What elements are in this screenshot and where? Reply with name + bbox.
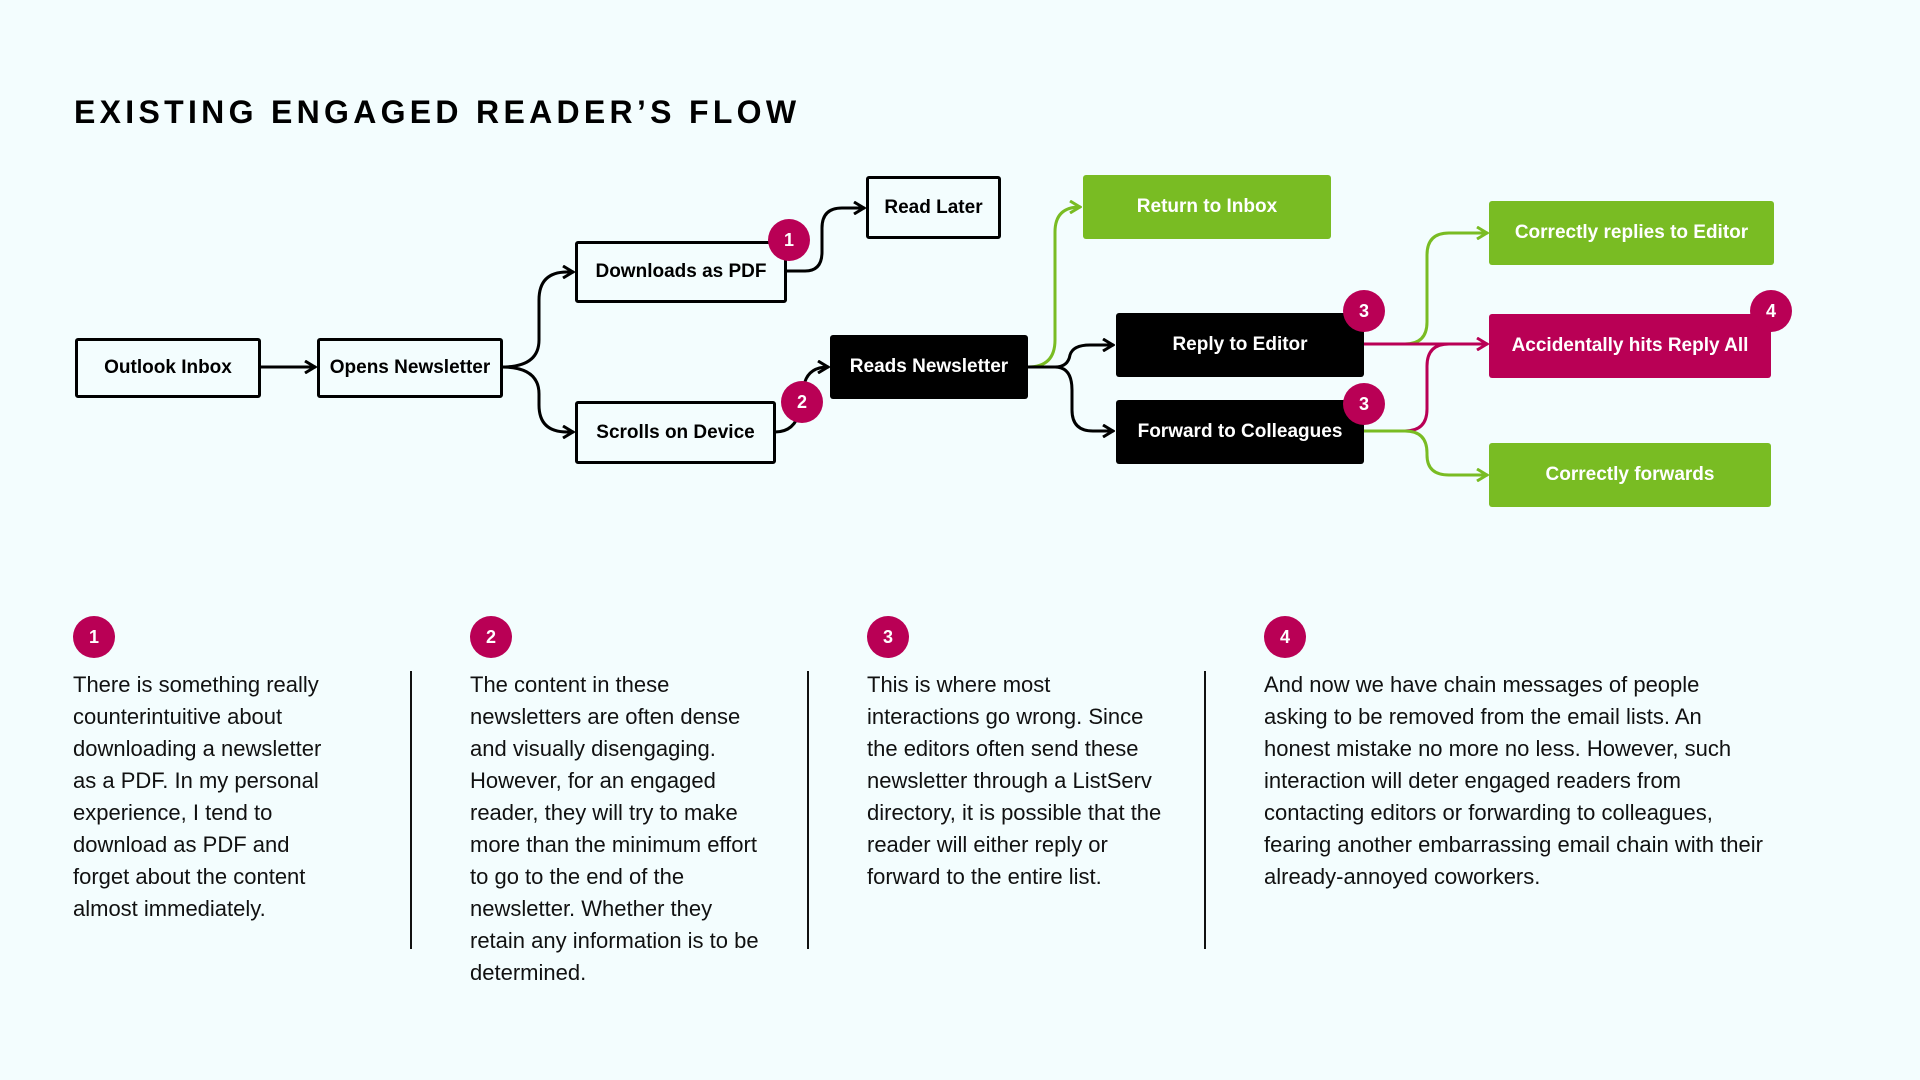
page-title: EXISTING ENGAGED READER’S FLOW <box>74 94 801 130</box>
edge-downloads-to-readlater <box>784 208 864 273</box>
edge-reads-to-return <box>1026 207 1080 369</box>
note-divider <box>807 671 809 949</box>
note-text: And now we have chain messages of people… <box>1264 672 1763 889</box>
node-correct-reply: Correctly replies to Editor <box>1489 201 1774 265</box>
edge-forward-to-replyall <box>1361 342 1451 433</box>
node-reads-newsletter: Reads Newsletter <box>830 335 1028 399</box>
edge-reply-to-correct <box>1361 233 1487 346</box>
note-badge: 3 <box>867 616 909 658</box>
note-text: This is where most interactions go wrong… <box>867 672 1162 889</box>
node-correct-forward: Correctly forwards <box>1489 443 1771 507</box>
note-badge: 2 <box>470 616 512 658</box>
badge-note-1: 1 <box>768 219 810 261</box>
node-scrolls-device: Scrolls on Device <box>575 401 776 464</box>
node-opens-newsletter: Opens Newsletter <box>317 338 503 398</box>
edge-reads-to-forward <box>1053 365 1113 431</box>
note-divider <box>1204 671 1206 949</box>
note-text: There is something really counterintuiti… <box>73 672 322 921</box>
edge-forward-to-correct <box>1361 429 1487 475</box>
node-downloads-pdf: Downloads as PDF <box>575 241 787 303</box>
node-outlook-inbox: Outlook Inbox <box>75 338 261 398</box>
note-badge: 1 <box>73 616 115 658</box>
node-return-inbox: Return to Inbox <box>1083 175 1331 239</box>
badge-note-2: 2 <box>781 381 823 423</box>
node-reply-editor: Reply to Editor <box>1116 313 1364 377</box>
badge-note-3-forward: 3 <box>1343 383 1385 425</box>
note-badge: 4 <box>1264 616 1306 658</box>
node-reply-all: Accidentally hits Reply All <box>1489 314 1771 378</box>
note-divider <box>410 671 412 949</box>
note-text: The content in these newsletters are oft… <box>470 672 759 985</box>
edge-opens-to-scrolls <box>500 365 573 432</box>
edge-opens-to-downloads <box>500 272 573 369</box>
badge-note-4: 4 <box>1750 290 1792 332</box>
node-forward-colleagues: Forward to Colleagues <box>1116 400 1364 464</box>
badge-note-3-reply: 3 <box>1343 290 1385 332</box>
node-read-later: Read Later <box>866 176 1001 239</box>
